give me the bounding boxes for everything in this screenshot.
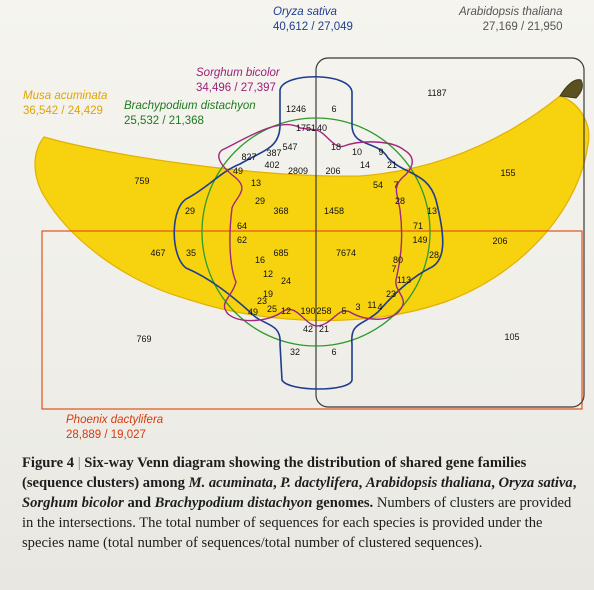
- region-count: 258: [316, 306, 331, 316]
- brachypodium-name: Brachypodium distachyon: [124, 99, 256, 114]
- sorghum-name: Sorghum bicolor: [196, 66, 280, 81]
- region-count: 7: [393, 180, 398, 190]
- region-count: 32: [290, 347, 300, 357]
- region-count: 190: [300, 306, 315, 316]
- region-count: 28: [395, 196, 405, 206]
- region-count: 11: [367, 300, 376, 310]
- sorghum-counts: 34,496 / 27,397: [196, 81, 280, 96]
- region-count: 1458: [324, 206, 344, 216]
- caption-species-1: M. acuminata: [189, 475, 273, 491]
- region-count: 149: [412, 235, 427, 245]
- caption-species-2: P. dactylifera: [280, 475, 358, 491]
- region-count: 42: [303, 324, 313, 334]
- region-count: 5: [341, 306, 346, 316]
- region-count: 16: [255, 255, 265, 265]
- region-count: 9: [378, 147, 383, 157]
- figure-caption: Figure 4 | Six-way Venn diagram showing …: [22, 453, 578, 553]
- oryza-label: Oryza sativa 40,612 / 27,049: [273, 5, 353, 35]
- region-count: 71: [413, 221, 423, 231]
- sorghum-label: Sorghum bicolor 34,496 / 27,397: [196, 66, 280, 96]
- brachypodium-label: Brachypodium distachyon 25,532 / 21,368: [124, 99, 256, 129]
- region-count: 759: [134, 176, 149, 186]
- brachypodium-counts: 25,532 / 21,368: [124, 114, 256, 129]
- region-count: 28: [429, 250, 439, 260]
- caption-label: Figure 4: [22, 455, 74, 471]
- region-count: 21: [319, 324, 329, 334]
- region-count: 49: [248, 307, 258, 317]
- region-count: 368: [273, 206, 288, 216]
- region-count: 40: [317, 123, 327, 133]
- oryza-name: Oryza sativa: [273, 5, 353, 20]
- phoenix-label: Phoenix dactylifera 28,889 / 19,027: [66, 413, 163, 443]
- musa-name: Musa acuminata: [23, 89, 107, 104]
- region-count: 827: [241, 152, 256, 162]
- region-count: 14: [360, 160, 370, 170]
- region-count: 206: [492, 236, 507, 246]
- region-count: 12: [263, 269, 273, 279]
- region-count: 13: [427, 206, 437, 216]
- caption-species-6: Brachypodium distachyon: [155, 495, 313, 511]
- region-count: 467: [150, 248, 165, 258]
- region-count: 105: [504, 332, 519, 342]
- region-count: 2809: [288, 166, 308, 176]
- arabidopsis-name: Arabidopsis thaliana: [459, 5, 563, 20]
- caption-separator: |: [78, 455, 81, 471]
- region-count: 206: [325, 166, 340, 176]
- phoenix-counts: 28,889 / 19,027: [66, 428, 163, 443]
- caption-genomes: genomes.: [316, 495, 373, 511]
- region-count: 35: [186, 248, 196, 258]
- region-count: 23: [386, 289, 396, 299]
- region-count: 6: [331, 104, 336, 114]
- region-count: 387: [266, 148, 281, 158]
- musa-label: Musa acuminata 36,542 / 24,429: [23, 89, 107, 119]
- region-count: 25: [267, 304, 277, 314]
- region-count: 402: [264, 160, 279, 170]
- region-count: 4: [377, 302, 382, 312]
- region-count: 113: [397, 275, 411, 285]
- region-count: 21: [387, 160, 397, 170]
- region-count: 10: [352, 147, 362, 157]
- region-count: 29: [185, 206, 195, 216]
- musa-stalk: [560, 80, 582, 98]
- region-count: 29: [255, 196, 265, 206]
- arabidopsis-counts: 27,169 / 21,950: [459, 20, 563, 35]
- region-count: 7: [391, 264, 396, 274]
- region-count: 62: [237, 235, 247, 245]
- region-count: 6: [331, 347, 336, 357]
- caption-and: and: [127, 495, 151, 511]
- region-count: 769: [136, 334, 151, 344]
- caption-species-3: Arabidopsis thaliana: [366, 475, 491, 491]
- region-count: 13: [251, 178, 261, 188]
- caption-species-4: Oryza sativa: [499, 475, 573, 491]
- oryza-counts: 40,612 / 27,049: [273, 20, 353, 35]
- region-count: 1751: [296, 123, 316, 133]
- phoenix-name: Phoenix dactylifera: [66, 413, 163, 428]
- region-count: 12: [281, 306, 291, 316]
- region-count: 547: [282, 142, 297, 152]
- region-count: 1187: [427, 88, 446, 98]
- region-count: 1246: [286, 104, 306, 114]
- region-count: 685: [273, 248, 288, 258]
- musa-counts: 36,542 / 24,429: [23, 104, 107, 119]
- region-count: 23: [257, 296, 267, 306]
- region-count: 49: [233, 166, 243, 176]
- region-count: 3: [355, 302, 360, 312]
- region-count: 18: [331, 142, 341, 152]
- region-count: 155: [500, 168, 515, 178]
- region-count: 54: [373, 180, 383, 190]
- region-count: 7674: [336, 248, 356, 258]
- region-count: 24: [281, 276, 291, 286]
- region-count: 64: [237, 221, 247, 231]
- caption-species-5: Sorghum bicolor: [22, 495, 124, 511]
- arabidopsis-label: Arabidopsis thaliana 27,169 / 21,950: [459, 5, 563, 35]
